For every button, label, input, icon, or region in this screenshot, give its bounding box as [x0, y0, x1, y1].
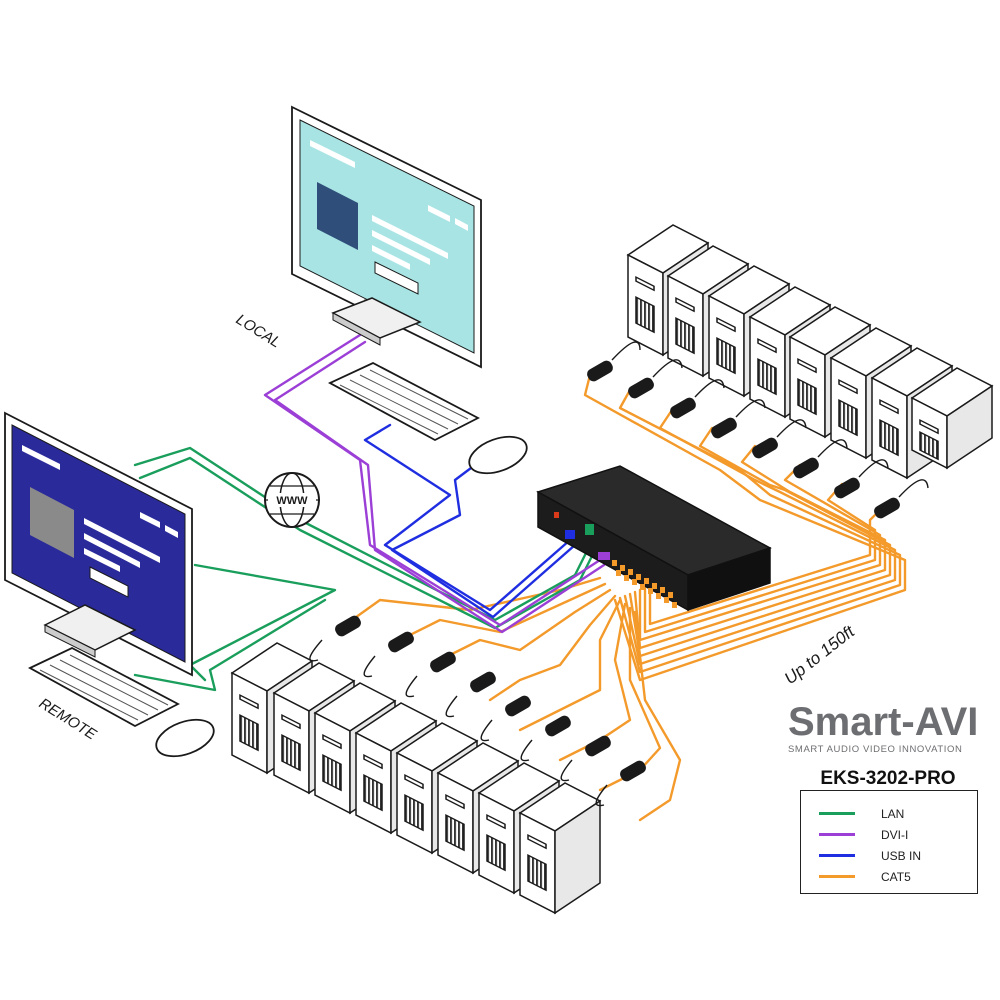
kvm-dongle-icon: [363, 631, 414, 678]
local-keyboard[interactable]: [327, 361, 480, 442]
kvm-switch[interactable]: [536, 465, 772, 612]
legend-item-cat5: CAT5: [801, 866, 977, 887]
kvm-dongle-icon: [793, 439, 848, 479]
globe-icon: WWW: [264, 472, 320, 528]
kvm-dongle-icon: [309, 615, 361, 662]
distance-label: Up to 150ft: [781, 621, 859, 688]
lower-computer-towers: [230, 642, 602, 915]
legend-item-usb: USB IN: [801, 845, 977, 866]
kvm-dongle-icon: [587, 341, 641, 382]
kvm-dongle-icon: [445, 671, 496, 718]
lan-cables: [133, 446, 597, 692]
legend-swatch-dvi: [819, 833, 855, 836]
usb-cables: [363, 423, 577, 619]
local-label: LOCAL: [233, 311, 284, 351]
kvm-dongle-icon: [480, 695, 531, 742]
kvm-dongle-icon: [595, 760, 646, 807]
remote-keyboard[interactable]: [28, 646, 180, 728]
legend-swatch-cat5: [819, 875, 855, 878]
cables: [133, 333, 907, 822]
lower-kvm-dongles: [309, 615, 646, 807]
legend-label-usb: USB IN: [881, 848, 922, 863]
brand-logo: Smart-AVI SMART AUDIO VIDEO INNOVATION: [788, 700, 988, 755]
kvm-dongle-icon: [560, 735, 611, 782]
brand-name: Smart-AVI: [788, 700, 979, 744]
dvi-cables: [263, 333, 606, 634]
kvm-dongle-icon: [628, 359, 683, 399]
upper-kvm-dongles: [587, 341, 929, 519]
legend-item-dvi: DVI-I: [801, 824, 977, 845]
kvm-dongle-icon: [752, 419, 807, 459]
dvi-port[interactable]: [598, 552, 610, 560]
power-led: [554, 512, 559, 518]
kvm-dongle-icon: [520, 715, 571, 762]
legend-label-lan: LAN: [881, 806, 905, 821]
kvm-dongle-icon: [670, 379, 725, 419]
computer-tower-icon[interactable]: [910, 367, 994, 470]
legend-swatch-usb: [819, 854, 855, 857]
kvm-dongle-icon: [834, 459, 889, 499]
remote-monitor[interactable]: [4, 411, 193, 677]
legend-swatch-lan: [819, 812, 855, 815]
remote-mouse[interactable]: [151, 713, 218, 764]
legend: LAN DVI-I USB IN CAT5: [800, 790, 978, 894]
upper-computer-towers: [626, 224, 994, 480]
kvm-dongle-icon: [711, 399, 766, 439]
model-title: EKS-3202-PRO: [820, 768, 956, 789]
legend-label-dvi: DVI-I: [881, 827, 909, 842]
globe-www-label: WWW: [276, 495, 308, 507]
usb-port[interactable]: [565, 530, 575, 539]
legend-item-lan: LAN: [801, 803, 977, 824]
cat5-port-row[interactable]: [612, 560, 677, 608]
brand-tagline: SMART AUDIO VIDEO INNOVATION: [788, 744, 963, 755]
kvm-dongle-icon: [405, 651, 456, 698]
computer-tower-icon[interactable]: [518, 782, 602, 915]
local-monitor[interactable]: [291, 105, 482, 369]
local-mouse[interactable]: [464, 430, 531, 481]
local-workstation: LOCAL: [233, 105, 531, 481]
remote-workstation: REMOTE: [4, 411, 218, 764]
lan-port[interactable]: [585, 524, 594, 535]
kvm-dongle-icon: [874, 479, 929, 519]
legend-label-cat5: CAT5: [881, 869, 911, 884]
cat5-cables-upper: [583, 373, 907, 682]
